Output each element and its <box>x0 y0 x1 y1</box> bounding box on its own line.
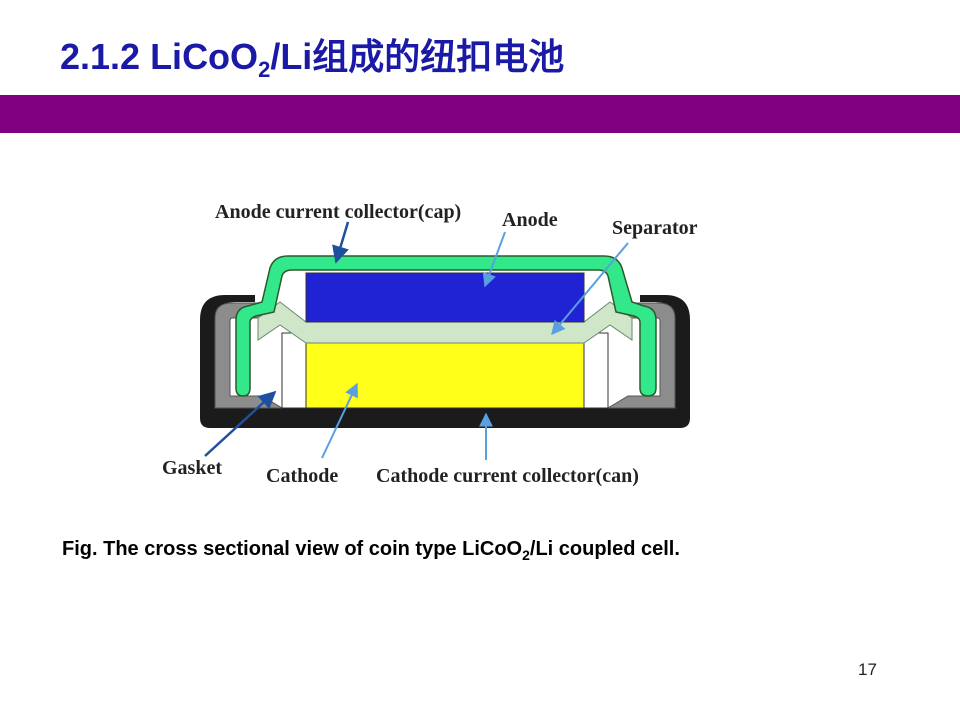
label-anode-collector: Anode current collector(cap) <box>215 201 461 223</box>
label-gasket: Gasket <box>162 457 222 479</box>
anode-layer <box>305 272 585 323</box>
gasket-left <box>214 302 284 409</box>
title-rest: /Li组成的纽扣电池 <box>270 36 565 77</box>
arrow-anode <box>482 231 506 288</box>
insulator-right <box>583 332 609 409</box>
title-main: 2.1.2 LiCoO <box>60 36 259 77</box>
label-anode: Anode <box>502 209 558 231</box>
title-band <box>0 95 960 133</box>
title-subscript: 2 <box>258 57 271 83</box>
cap-collector <box>235 255 657 397</box>
page-number: 17 <box>858 660 877 679</box>
gasket-right <box>606 302 676 409</box>
caption-prefix: Fig. The cross sectional view of coin ty… <box>62 538 523 560</box>
caption-suffix: /Li coupled cell. <box>529 538 680 560</box>
arrow-gasket <box>204 390 277 457</box>
insulator-left <box>281 332 307 409</box>
arrow-anode-collector <box>332 221 350 264</box>
caption-subscript: 2 <box>522 547 530 563</box>
cathode-layer <box>305 342 585 409</box>
label-cathode-collector: Cathode current collector(can) <box>376 465 639 487</box>
figure-caption: Fig. The cross sectional view of coin ty… <box>62 538 680 563</box>
arrow-separator <box>551 242 629 336</box>
label-separator: Separator <box>612 217 698 239</box>
slide-title: 2.1.2 LiCoO2/Li组成的纽扣电池 <box>60 28 564 83</box>
arrow-cathode <box>321 382 358 459</box>
label-cathode: Cathode <box>266 465 338 487</box>
